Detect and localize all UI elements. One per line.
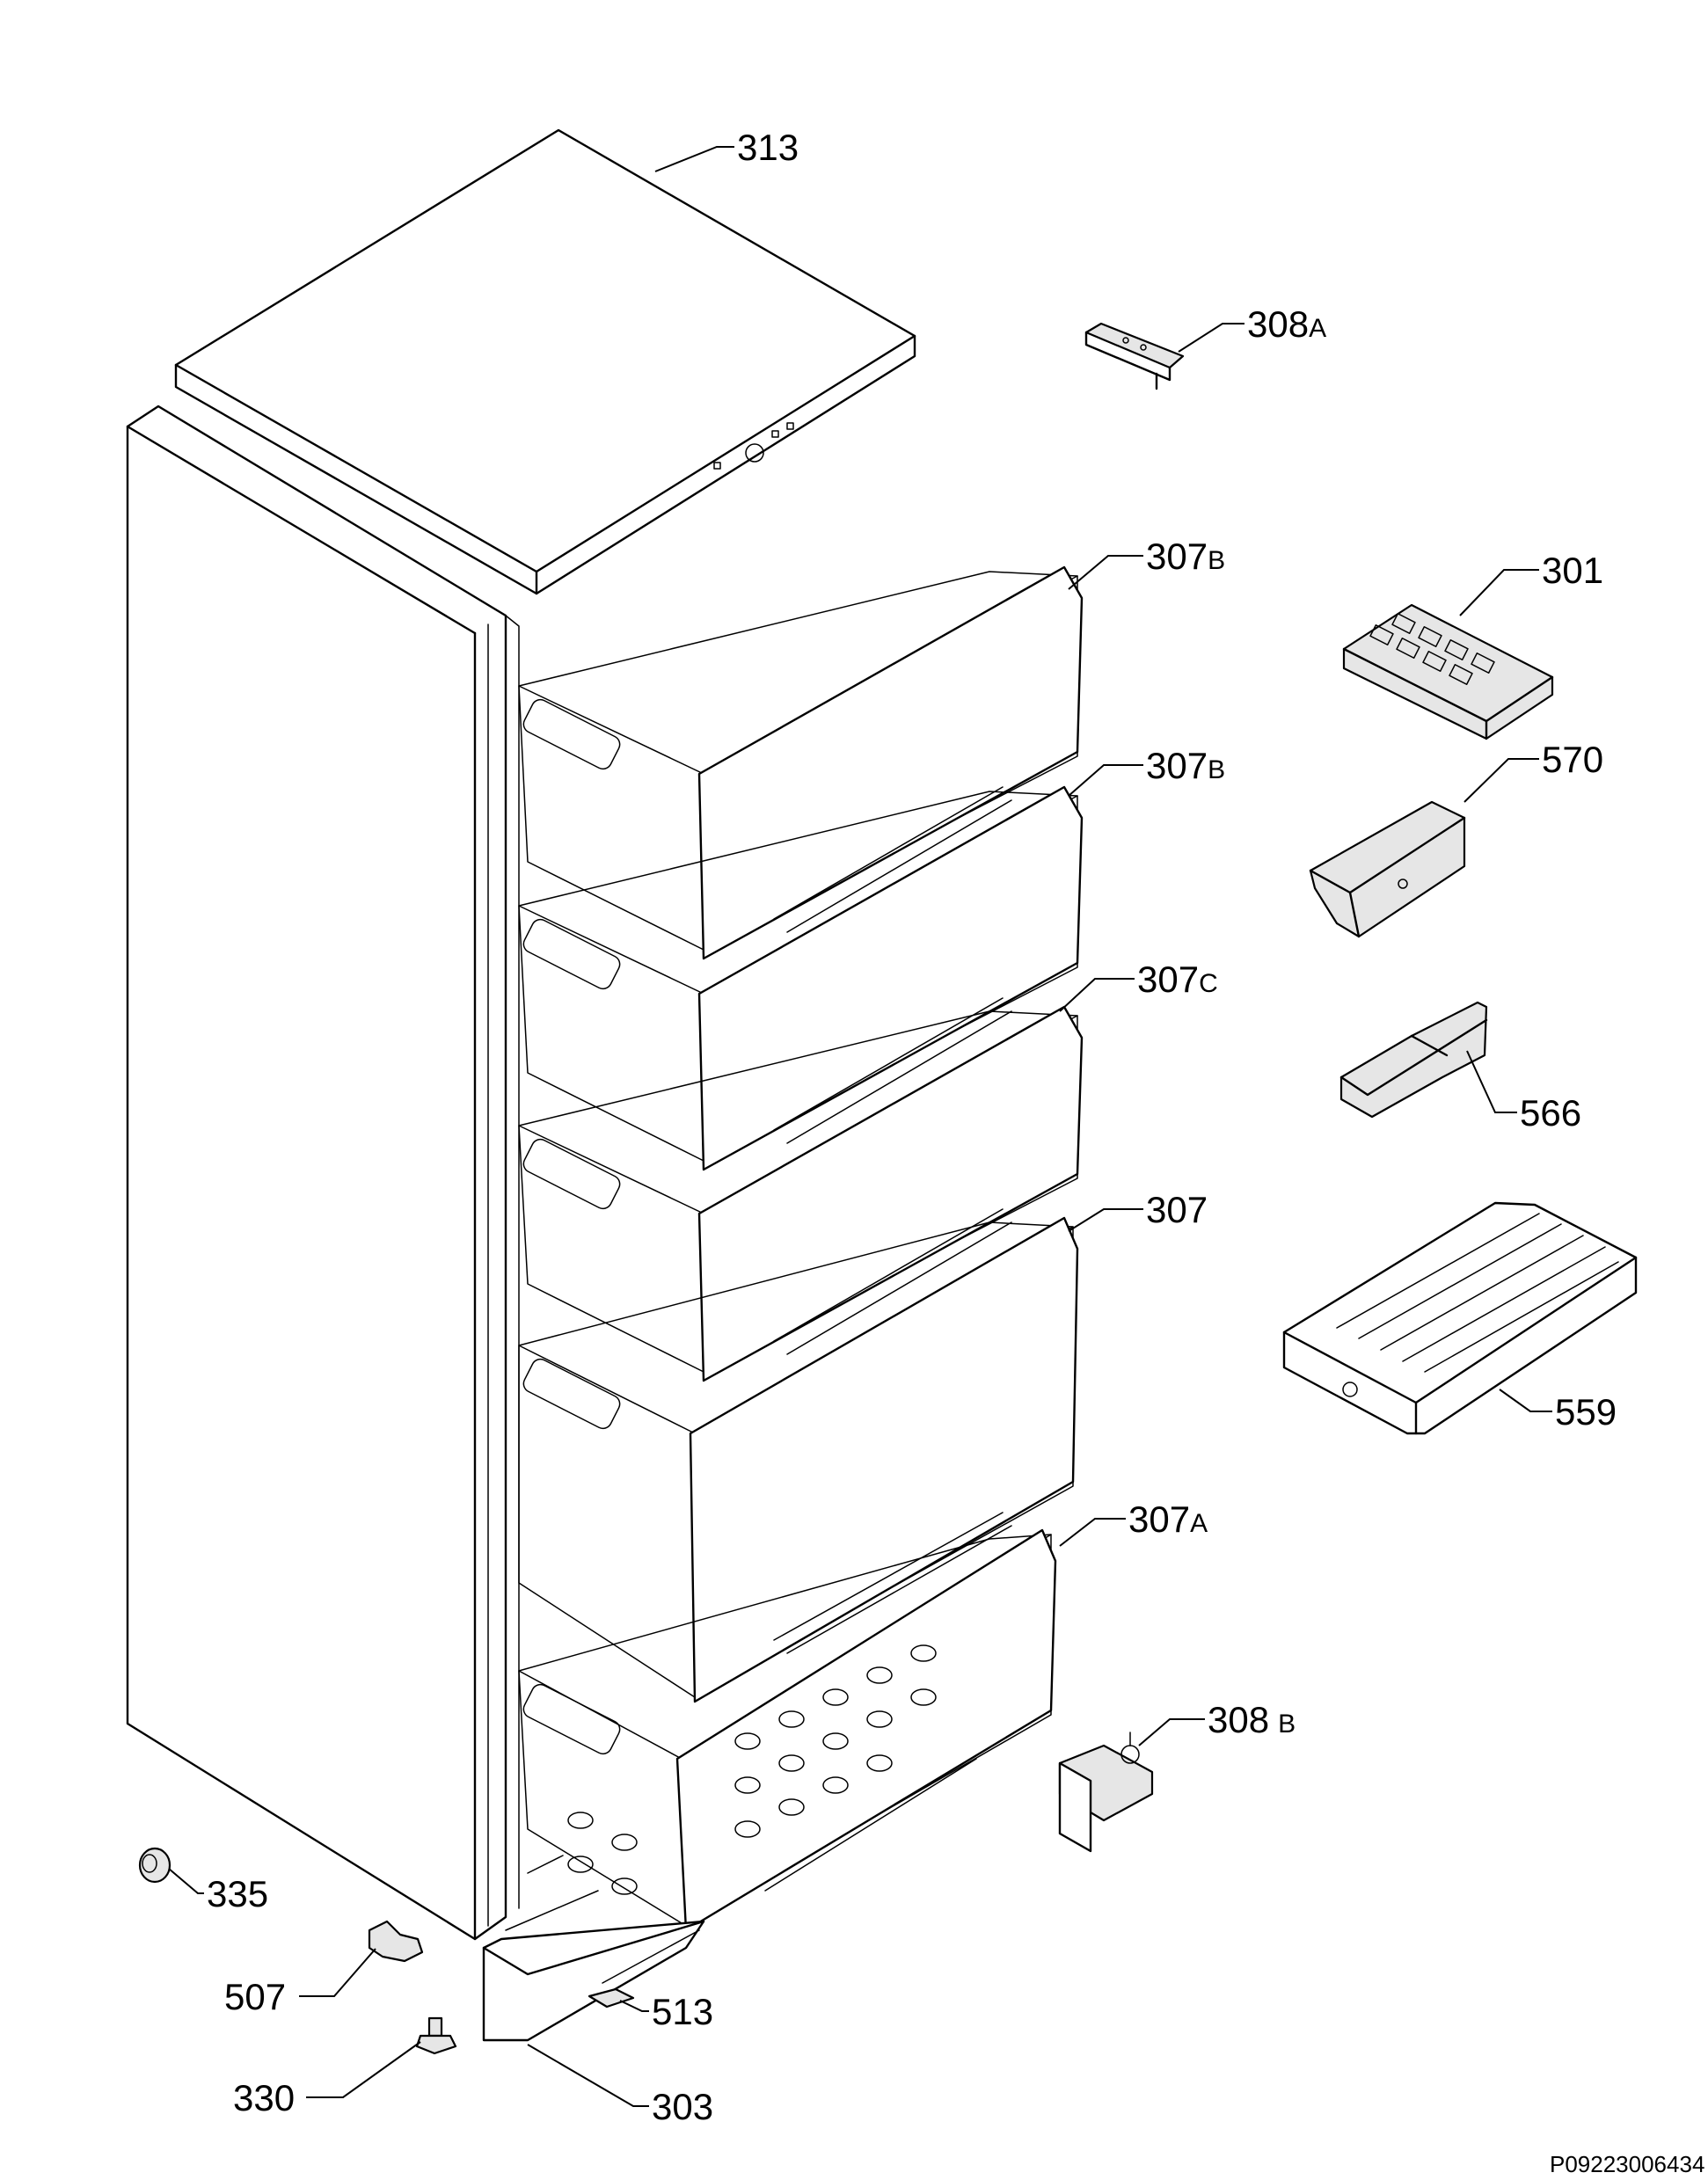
top-cover: [174, 128, 916, 595]
hinge-top: [1084, 322, 1185, 390]
label-301: 301: [1542, 550, 1603, 591]
label-313: 313: [737, 127, 799, 168]
levelling-foot-330: [415, 2016, 457, 2055]
scraper-566: [1339, 1001, 1488, 1119]
label-307: 307: [1146, 1189, 1208, 1230]
label-570: 570: [1542, 739, 1603, 780]
label-307B-top: 307B: [1146, 536, 1225, 577]
kick-plate-303: [482, 1890, 705, 2042]
label-308A: 308A: [1247, 303, 1326, 345]
label-307A: 307A: [1128, 1498, 1208, 1540]
label-507: 507: [224, 1976, 286, 2017]
hinge-bottom: [1058, 1732, 1154, 1853]
label-566: 566: [1520, 1092, 1581, 1134]
label-307C: 307C: [1137, 959, 1218, 1000]
document-code: P09223006434: [1550, 2151, 1704, 2177]
callout-labels: 313 308A 307B 301 307B 570 307C 566 307 …: [207, 127, 1617, 2127]
leader-lines: [168, 146, 1552, 2107]
ice-tray: [1342, 603, 1554, 740]
label-307B-middle: 307B: [1146, 745, 1225, 786]
clip-513: [588, 1987, 635, 2009]
tray-559: [1282, 1201, 1638, 1435]
label-330: 330: [233, 2077, 295, 2118]
drawer-307B-middle: [518, 785, 1084, 1171]
drawer-307B-top: [518, 565, 1084, 960]
label-559: 559: [1555, 1391, 1617, 1433]
drawer-307-large: [518, 1216, 1079, 1703]
drawer-307A-bottom: [518, 1528, 1057, 1932]
label-335: 335: [207, 1873, 268, 1914]
label-303: 303: [652, 2086, 713, 2127]
cabinet-body: [126, 405, 564, 1941]
label-513: 513: [652, 1991, 713, 2032]
foot-335: [138, 1847, 172, 1884]
drawer-307C: [518, 1005, 1084, 1382]
clip-507: [368, 1920, 424, 1963]
part-570: [1309, 800, 1466, 938]
